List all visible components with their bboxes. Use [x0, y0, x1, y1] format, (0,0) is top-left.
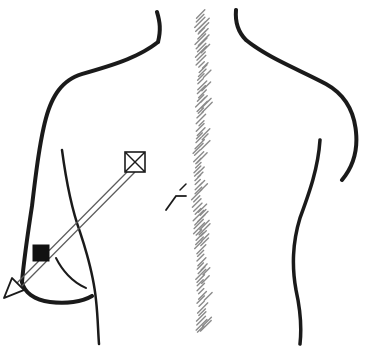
right-torso-side-outline — [293, 140, 320, 344]
scapula-tick-small — [180, 184, 186, 190]
spine-hatching — [192, 10, 213, 332]
spine-hatch-stroke — [204, 293, 212, 301]
left-armpit-crease — [56, 258, 86, 288]
right-shoulder-outline — [246, 40, 356, 180]
spine-hatch-stroke — [199, 309, 206, 316]
trajectory-line-a — [14, 168, 131, 286]
left-torso-side-outline — [62, 150, 99, 344]
scapula-tick-left — [166, 196, 186, 210]
filled-square-icon — [33, 245, 49, 261]
spine-hatch-stroke — [199, 301, 204, 306]
neck-left-outline — [157, 12, 160, 42]
neck-right-outline — [236, 10, 246, 40]
spine-hatch-stroke — [196, 114, 205, 123]
crossed-square-icon — [125, 152, 145, 172]
